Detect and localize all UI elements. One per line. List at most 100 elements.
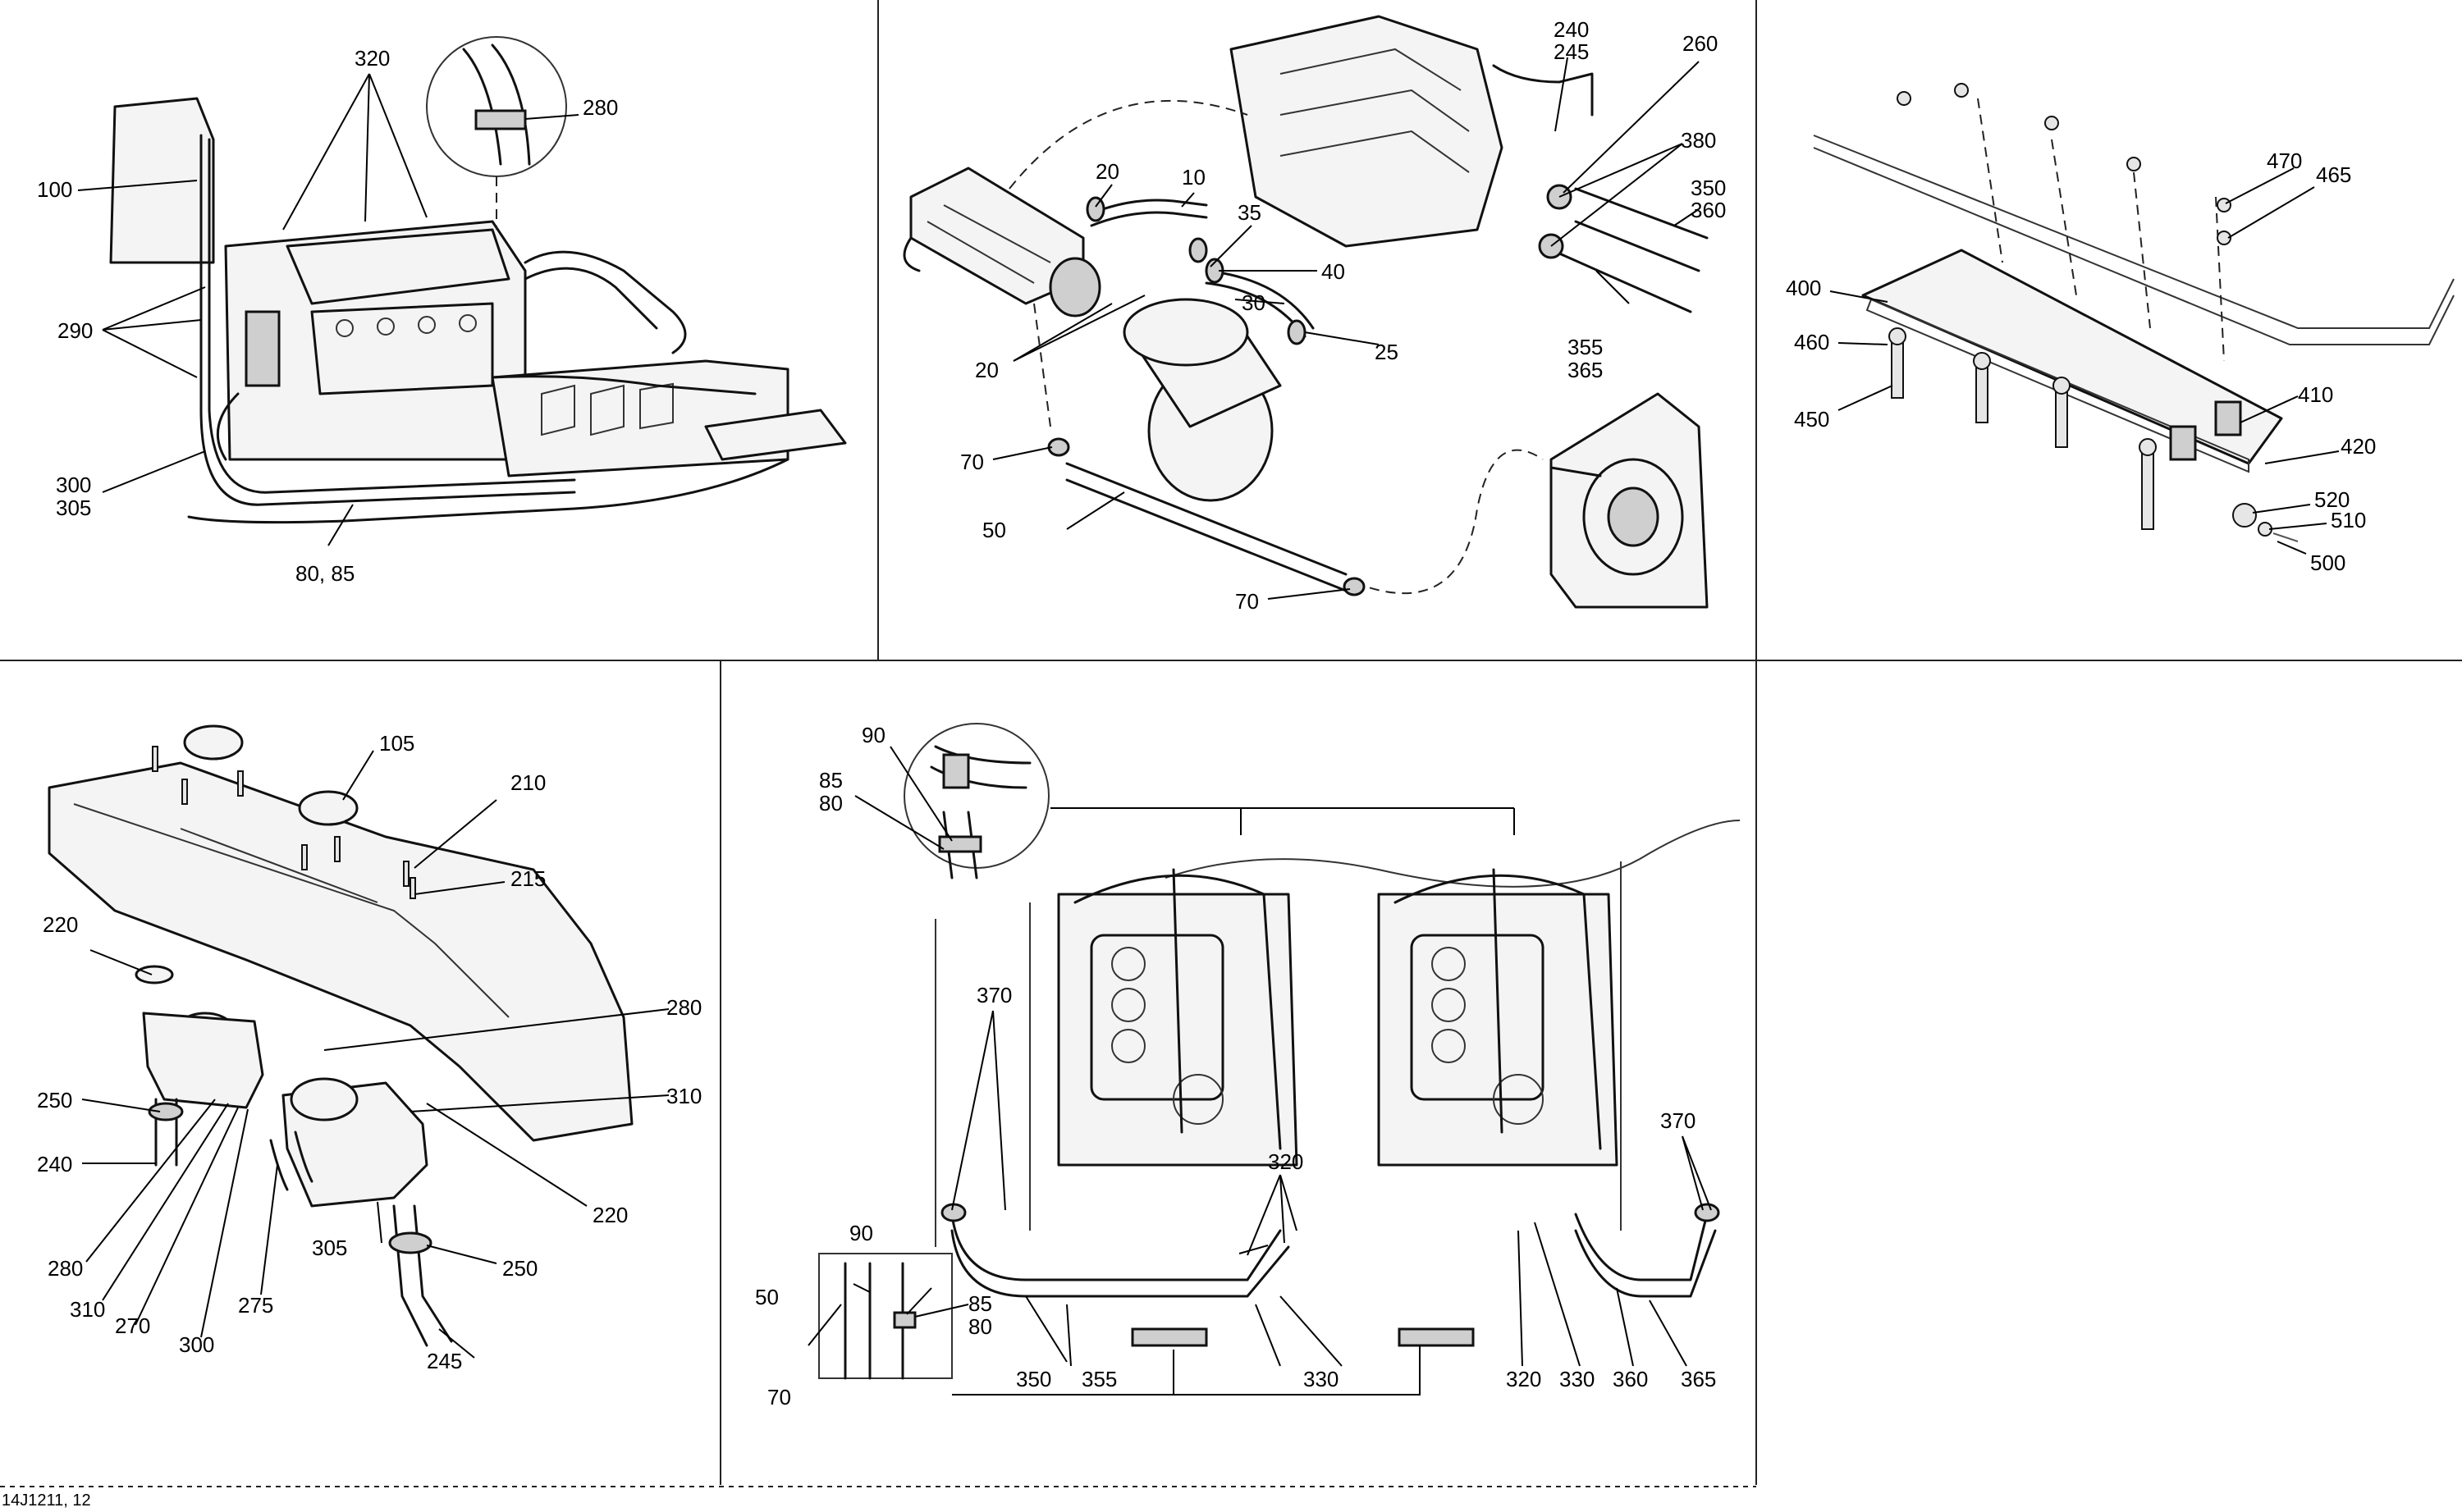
callout: 280	[583, 95, 618, 120]
callout: 320	[1268, 1149, 1303, 1174]
callout: 355	[1567, 335, 1603, 359]
callout: 320	[1506, 1367, 1541, 1391]
callout: 25	[1375, 340, 1398, 364]
callout: 280	[48, 1256, 83, 1281]
callout: 40	[1321, 259, 1345, 284]
callout: 20	[975, 358, 999, 382]
callout: 360	[1613, 1367, 1648, 1391]
callout: 30	[1242, 290, 1265, 315]
callout: 305	[56, 496, 91, 520]
panel-ride-plate: 470 465 400 460 450 410 420 520 510 500	[1786, 83, 2455, 575]
engine-right	[1377, 868, 1618, 1167]
panel-5-callouts: 90 85 80 370 370 320 50 90 85 80 70 350 …	[755, 723, 1716, 1409]
detail-callout-bottom	[818, 1253, 1421, 1396]
callout: 370	[1660, 1108, 1695, 1133]
callout: 20	[1096, 159, 1119, 184]
hardware	[152, 746, 416, 899]
callout: 70	[960, 450, 984, 474]
ride-plate-bolts	[1888, 83, 2299, 542]
figure-code: 14J1211, 12	[2, 1491, 91, 1510]
panel-4-leaders	[81, 750, 670, 1359]
callout: 245	[427, 1349, 462, 1373]
callout: 240	[1554, 17, 1589, 42]
callout: 80	[968, 1314, 992, 1339]
callout: 70	[1235, 589, 1259, 614]
callout: 105	[379, 731, 414, 756]
callout: 85	[968, 1291, 992, 1316]
engine-block-top	[1229, 15, 1503, 248]
ride-plate-body	[1861, 98, 2283, 473]
callout: 290	[57, 318, 93, 343]
callout: 350	[1016, 1367, 1051, 1391]
hull-outline	[1813, 135, 2455, 345]
callout: 260	[1682, 31, 1718, 56]
callout: 420	[2341, 434, 2376, 459]
callout: 310	[666, 1084, 702, 1108]
jet-pump-cover	[1549, 392, 1709, 609]
callout: 410	[2298, 382, 2333, 407]
callout: 330	[1303, 1367, 1339, 1391]
callout: 275	[238, 1293, 273, 1318]
callout: 90	[862, 723, 885, 747]
callout: 450	[1794, 407, 1829, 432]
callout: 35	[1238, 200, 1261, 225]
detail-callout-top	[904, 723, 1515, 879]
callout: 240	[37, 1152, 72, 1176]
callout: 300	[179, 1332, 214, 1357]
callout: 500	[2310, 550, 2345, 575]
reservoirs	[142, 1012, 428, 1208]
callout: 85	[819, 768, 843, 793]
callout: 50	[982, 518, 1006, 542]
callout: 250	[502, 1256, 538, 1281]
callout: 465	[2316, 162, 2351, 187]
callout: 355	[1082, 1367, 1117, 1391]
panel-engine-side-view: 320 280 100 290 300 305 80, 85	[37, 36, 847, 586]
exhaust-hoses	[940, 1203, 1720, 1347]
callout: 370	[977, 983, 1012, 1007]
callout: 365	[1681, 1367, 1716, 1391]
callout: 50	[755, 1285, 779, 1309]
detail-callout-hose-clamp	[426, 36, 567, 230]
hull-frame	[48, 761, 634, 1142]
callout: 520	[2314, 487, 2350, 512]
callout: 80, 85	[295, 561, 355, 586]
callout: 90	[849, 1221, 873, 1245]
intercooler	[903, 167, 1101, 317]
panel-1-leaders	[77, 73, 579, 546]
callout: 350	[1691, 176, 1726, 200]
callout: 400	[1786, 276, 1821, 300]
panel-1-callouts: 320 280 100 290 300 305 80, 85	[37, 46, 618, 586]
callout: 210	[510, 770, 546, 795]
callout: 220	[593, 1203, 628, 1227]
callout: 270	[115, 1313, 150, 1338]
callout: 330	[1559, 1367, 1595, 1391]
engine-drawing	[109, 97, 847, 477]
callout: 100	[37, 177, 72, 202]
panel-3-leaders	[1829, 167, 2340, 555]
callout: 245	[1554, 39, 1589, 64]
callout: 10	[1182, 165, 1206, 190]
panel-2-callouts: 240 245 260 380 350 360 20 10 35 40 30 2…	[960, 17, 1726, 614]
callout: 320	[355, 46, 390, 71]
hull-curve	[935, 820, 1741, 1247]
callout: 380	[1681, 128, 1716, 153]
panel-2-leaders	[992, 57, 1700, 600]
callout: 250	[37, 1088, 72, 1112]
callout: 305	[312, 1236, 347, 1260]
panel-5-leaders	[808, 746, 1712, 1367]
callout: 80	[819, 791, 843, 815]
panel-3-callouts: 470 465 400 460 450 410 420 520 510 500	[1786, 148, 2376, 575]
panel-heat-exchanger-hoses: 240 245 260 380 350 360 20 10 35 40 30 2…	[903, 15, 1726, 614]
callout: 215	[510, 866, 546, 891]
callout: 220	[43, 912, 78, 937]
panel-coolant-reservoir: 105 210 215 220 280 250 310 240 220 305 …	[37, 724, 702, 1373]
callout: 310	[70, 1297, 105, 1322]
panel-4-callouts: 105 210 215 220 280 250 310 240 220 305 …	[37, 731, 702, 1373]
callout: 280	[666, 995, 702, 1020]
panel-exhaust-cooling-top-view: 90 85 80 370 370 320 50 90 85 80 70 350 …	[755, 723, 1741, 1409]
callout: 510	[2331, 508, 2366, 532]
callout: 365	[1567, 358, 1603, 382]
callout: 70	[767, 1385, 791, 1409]
